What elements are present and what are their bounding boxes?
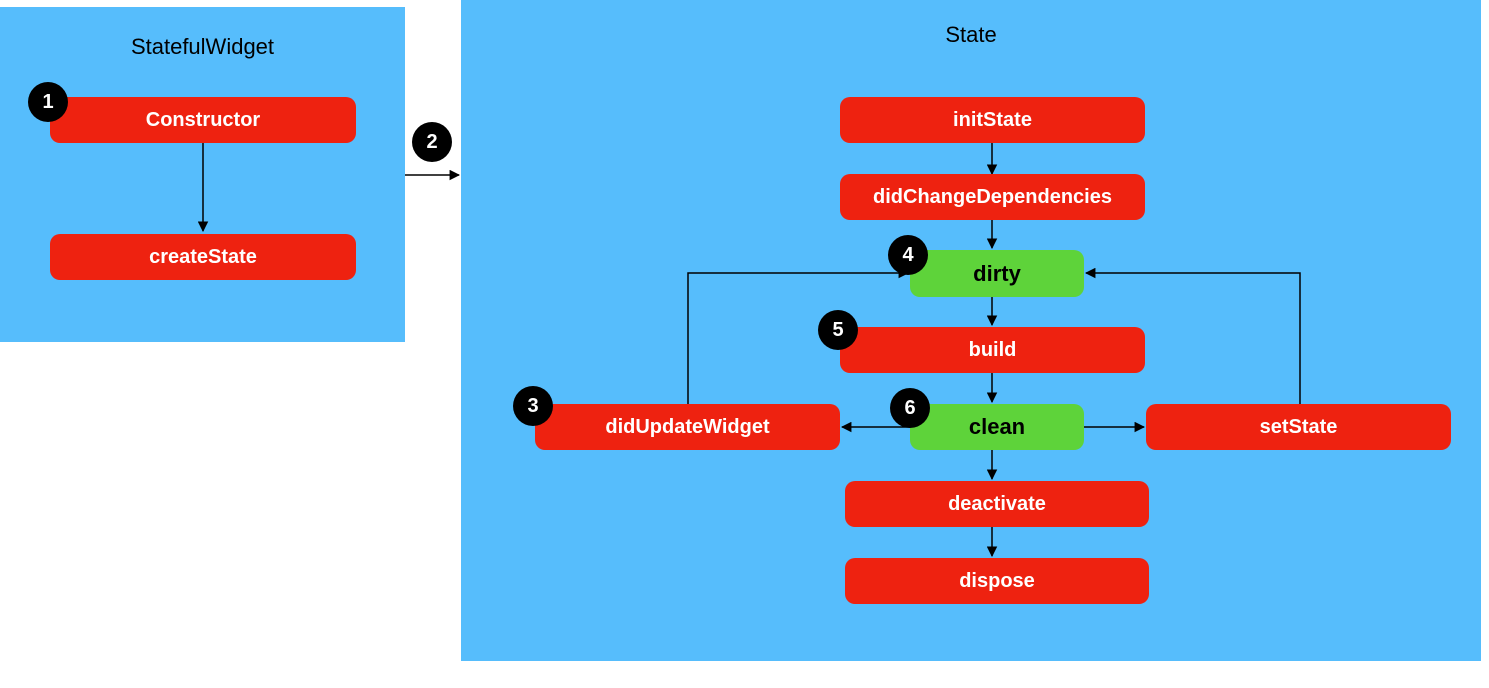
step-badge-3: 3 — [513, 386, 553, 426]
step-badge-4: 4 — [888, 235, 928, 275]
set-state-node: setState — [1146, 404, 1451, 450]
create-state-node: createState — [50, 234, 356, 280]
stateful-widget-panel: StatefulWidget — [0, 7, 405, 342]
step-badge-1: 1 — [28, 82, 68, 122]
stateful-widget-title: StatefulWidget — [130, 34, 275, 59]
did-update-widget-node: didUpdateWidget — [535, 404, 840, 450]
did-change-dependencies-node: didChangeDependencies — [840, 174, 1145, 220]
state-title: State — [945, 22, 997, 47]
clean-node: clean — [910, 404, 1084, 450]
step-badge-6: 6 — [890, 388, 930, 428]
step-badge-5: 5 — [818, 310, 858, 350]
dispose-node: dispose — [845, 558, 1149, 604]
init-state-node: initState — [840, 97, 1145, 143]
deactivate-node: deactivate — [845, 481, 1149, 527]
step-badge-2: 2 — [412, 122, 452, 162]
dirty-node: dirty — [910, 250, 1084, 297]
build-node: build — [840, 327, 1145, 373]
constructor-node: Constructor — [50, 97, 356, 143]
